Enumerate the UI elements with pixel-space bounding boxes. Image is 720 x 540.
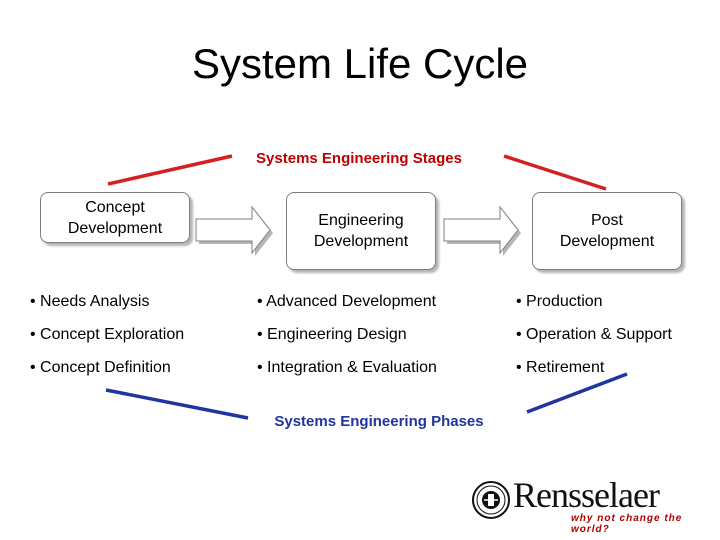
- stage-box-label: Concept: [85, 198, 145, 216]
- list-item: • Operation & Support: [516, 326, 672, 343]
- stage-box-engineering: Engineering Development: [286, 192, 436, 270]
- phase-list-engineering: • Advanced Development • Engineering Des…: [257, 292, 437, 391]
- stage-box-label: Development: [67, 219, 163, 237]
- stage-box-label: Engineering: [318, 212, 404, 229]
- stages-line-right: [503, 154, 607, 191]
- phase-list-concept: • Needs Analysis • Concept Exploration •…: [30, 292, 184, 391]
- stages-label: Systems Engineering Stages: [256, 150, 462, 167]
- list-item: • Engineering Design: [257, 326, 407, 343]
- rensselaer-seal-icon: [472, 481, 510, 519]
- page-title: System Life Cycle: [191, 40, 529, 87]
- arrow-right-icon-1: [195, 205, 273, 256]
- stages-line-left: [107, 154, 233, 186]
- list-item: • Retirement: [516, 359, 605, 376]
- stage-box-concept: Concept Development: [40, 192, 190, 243]
- stage-box-label: Development: [313, 233, 409, 250]
- list-item: • Integration & Evaluation: [257, 359, 437, 376]
- stage-box-label: Development: [559, 233, 655, 250]
- arrow-right-icon-2: [443, 205, 521, 256]
- logo-tagline: why not change the world?: [571, 513, 683, 535]
- phases-line-right: [526, 372, 628, 414]
- list-item: • Advanced Development: [257, 293, 437, 310]
- phases-line-left: [105, 388, 249, 420]
- phases-label: Systems Engineering Phases: [274, 413, 484, 430]
- list-item: • Concept Exploration: [30, 326, 185, 343]
- list-item: • Production: [516, 293, 603, 310]
- list-item: • Concept Definition: [30, 359, 171, 376]
- list-item: • Needs Analysis: [30, 293, 150, 310]
- stage-box-label: Post: [590, 212, 623, 229]
- logo-name: Rensselaer: [513, 475, 660, 515]
- stage-box-post: Post Development: [532, 192, 682, 270]
- phase-list-post: • Production • Operation & Support • Ret…: [516, 292, 672, 391]
